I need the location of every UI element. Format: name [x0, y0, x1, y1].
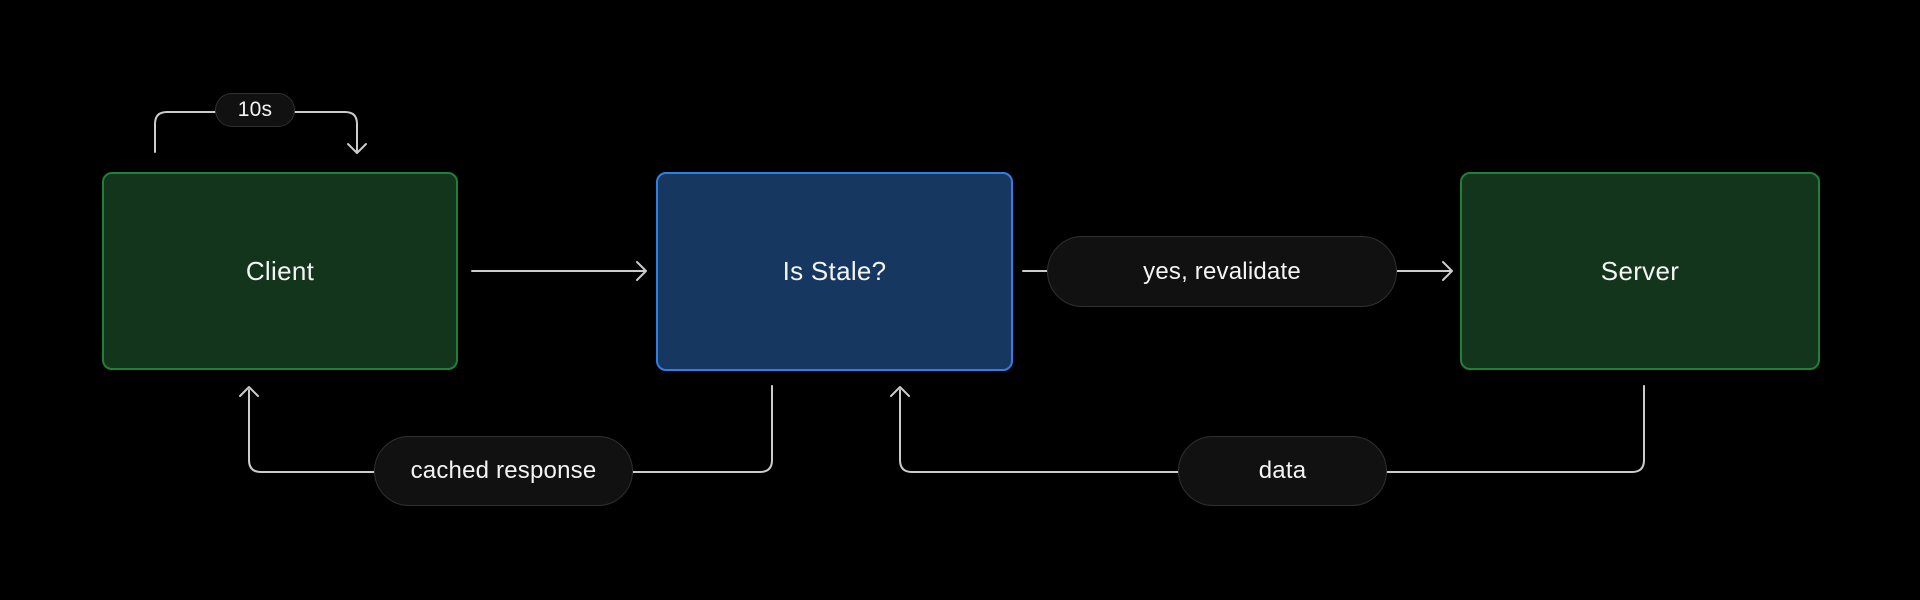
node-is-stale-label: Is Stale? [782, 256, 887, 286]
edge-label-refresh-interval: 10s [215, 93, 295, 127]
edge-label-revalidate-text: yes, revalidate [1143, 257, 1301, 285]
node-client-label: Client [245, 255, 315, 286]
edge-label-cached-response: cached response [374, 436, 633, 506]
edge-label-refresh-interval-text: 10s [237, 98, 273, 121]
node-client: Client [102, 172, 458, 370]
data-arrowhead-icon [890, 386, 910, 397]
node-server-label: Server [1600, 255, 1680, 286]
refresh-loop-arrowhead-icon [347, 143, 367, 154]
edge-label-revalidate: yes, revalidate [1047, 236, 1397, 307]
node-server: Server [1460, 172, 1820, 370]
edge-label-data-text: data [1258, 457, 1307, 484]
client-to-stale-arrowhead-icon [636, 261, 647, 281]
edge-label-cached-response-text: cached response [410, 457, 597, 484]
node-is-stale: Is Stale? [656, 172, 1013, 371]
stale-to-server-arrowhead-icon [1442, 261, 1453, 281]
edge-label-data: data [1178, 436, 1387, 506]
cached-response-arrowhead-icon [239, 386, 259, 397]
